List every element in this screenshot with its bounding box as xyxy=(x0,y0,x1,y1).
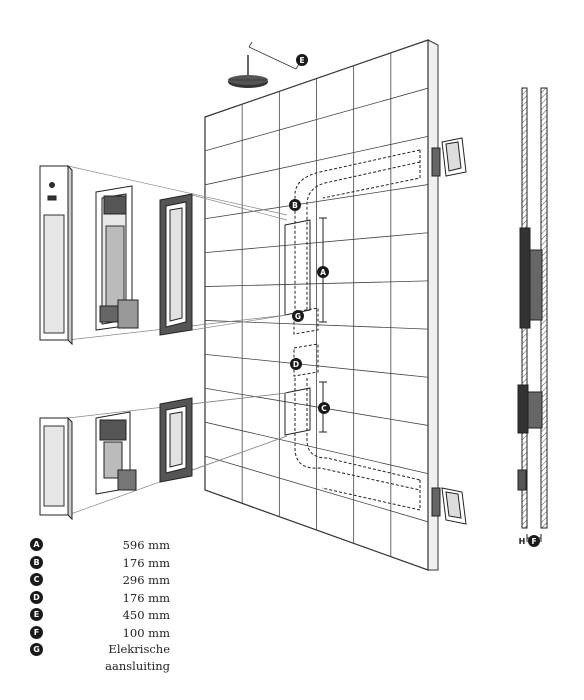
rain-shower-head xyxy=(228,55,268,88)
legend-badge-c: C xyxy=(30,573,43,587)
tile-joint-horizontal xyxy=(205,87,428,152)
marker-c: C xyxy=(318,402,330,414)
tile-joint-horizontal xyxy=(205,135,428,186)
marker-f: F xyxy=(528,535,540,547)
tile-joint-horizontal xyxy=(205,455,428,523)
dimension-legend: A 596 mm B 176 mm C 296 mm D 176 mm E 45… xyxy=(30,536,170,679)
bottom-module-housing xyxy=(39,416,73,521)
legend-value-g: Elekrische aansluiting xyxy=(105,642,170,673)
legend-item-d: D 176 mm xyxy=(30,589,170,607)
legend-item-a: A 596 mm xyxy=(30,536,170,554)
solid-recesses xyxy=(284,219,311,436)
legend-value-c: 296 mm xyxy=(122,573,170,587)
legend-value-e: 450 mm xyxy=(122,608,170,622)
legend-item-b: B 176 mm xyxy=(30,554,170,572)
dimension-e xyxy=(248,41,300,70)
legend-value-b: 176 mm xyxy=(122,555,170,570)
tile-joint-horizontal xyxy=(205,387,428,426)
legend-value-f: 100 mm xyxy=(122,625,170,640)
legend-item-g: G Elekrische aansluiting xyxy=(30,641,170,679)
legend-badge-d: D xyxy=(30,590,43,604)
tile-joint-horizontal xyxy=(205,232,428,254)
svg-text:F: F xyxy=(531,537,536,546)
legend-item-f: F 100 mm xyxy=(30,624,170,642)
legend-value-a: 596 mm xyxy=(122,538,170,552)
svg-text:G: G xyxy=(295,312,301,321)
marker-e: E xyxy=(296,54,308,66)
svg-text:E: E xyxy=(299,56,304,65)
top-module-housing xyxy=(39,164,73,346)
legend-value-d: 176 mm xyxy=(122,590,170,605)
wall-control-top xyxy=(431,137,467,177)
svg-text:C: C xyxy=(321,404,327,413)
tile-joint-horizontal xyxy=(205,353,428,378)
recess-outlines xyxy=(293,149,421,511)
side-section-view xyxy=(517,87,548,542)
tiled-wall xyxy=(204,39,439,571)
marker-b: B xyxy=(289,199,301,211)
wall-control-bottom xyxy=(431,487,467,525)
legend-badge-e: E xyxy=(30,608,43,622)
legend-badge-a: A xyxy=(30,538,43,552)
marker-h: H xyxy=(519,537,526,546)
bottom-module-frame xyxy=(159,397,193,483)
legend-badge-b: B xyxy=(30,555,43,569)
tile-joint-horizontal xyxy=(205,184,428,220)
legend-item-e: E 450 mm xyxy=(30,606,170,624)
marker-badges: E B A G D C FH xyxy=(289,54,540,547)
marker-d: D xyxy=(290,358,302,370)
svg-text:B: B xyxy=(292,201,298,210)
legend-badge-f: F xyxy=(30,625,43,639)
top-module-valve xyxy=(95,185,139,331)
tile-joint-horizontal xyxy=(205,280,428,287)
svg-text:A: A xyxy=(320,268,326,277)
tile-joint-horizontal xyxy=(205,421,428,475)
legend-item-c: C 296 mm xyxy=(30,571,170,589)
marker-g: G xyxy=(292,310,304,322)
bottom-module-valve xyxy=(95,411,137,495)
legend-badge-g: G xyxy=(30,643,43,656)
marker-a: A xyxy=(317,266,329,278)
svg-text:D: D xyxy=(293,360,299,369)
top-module-frame xyxy=(159,193,193,336)
